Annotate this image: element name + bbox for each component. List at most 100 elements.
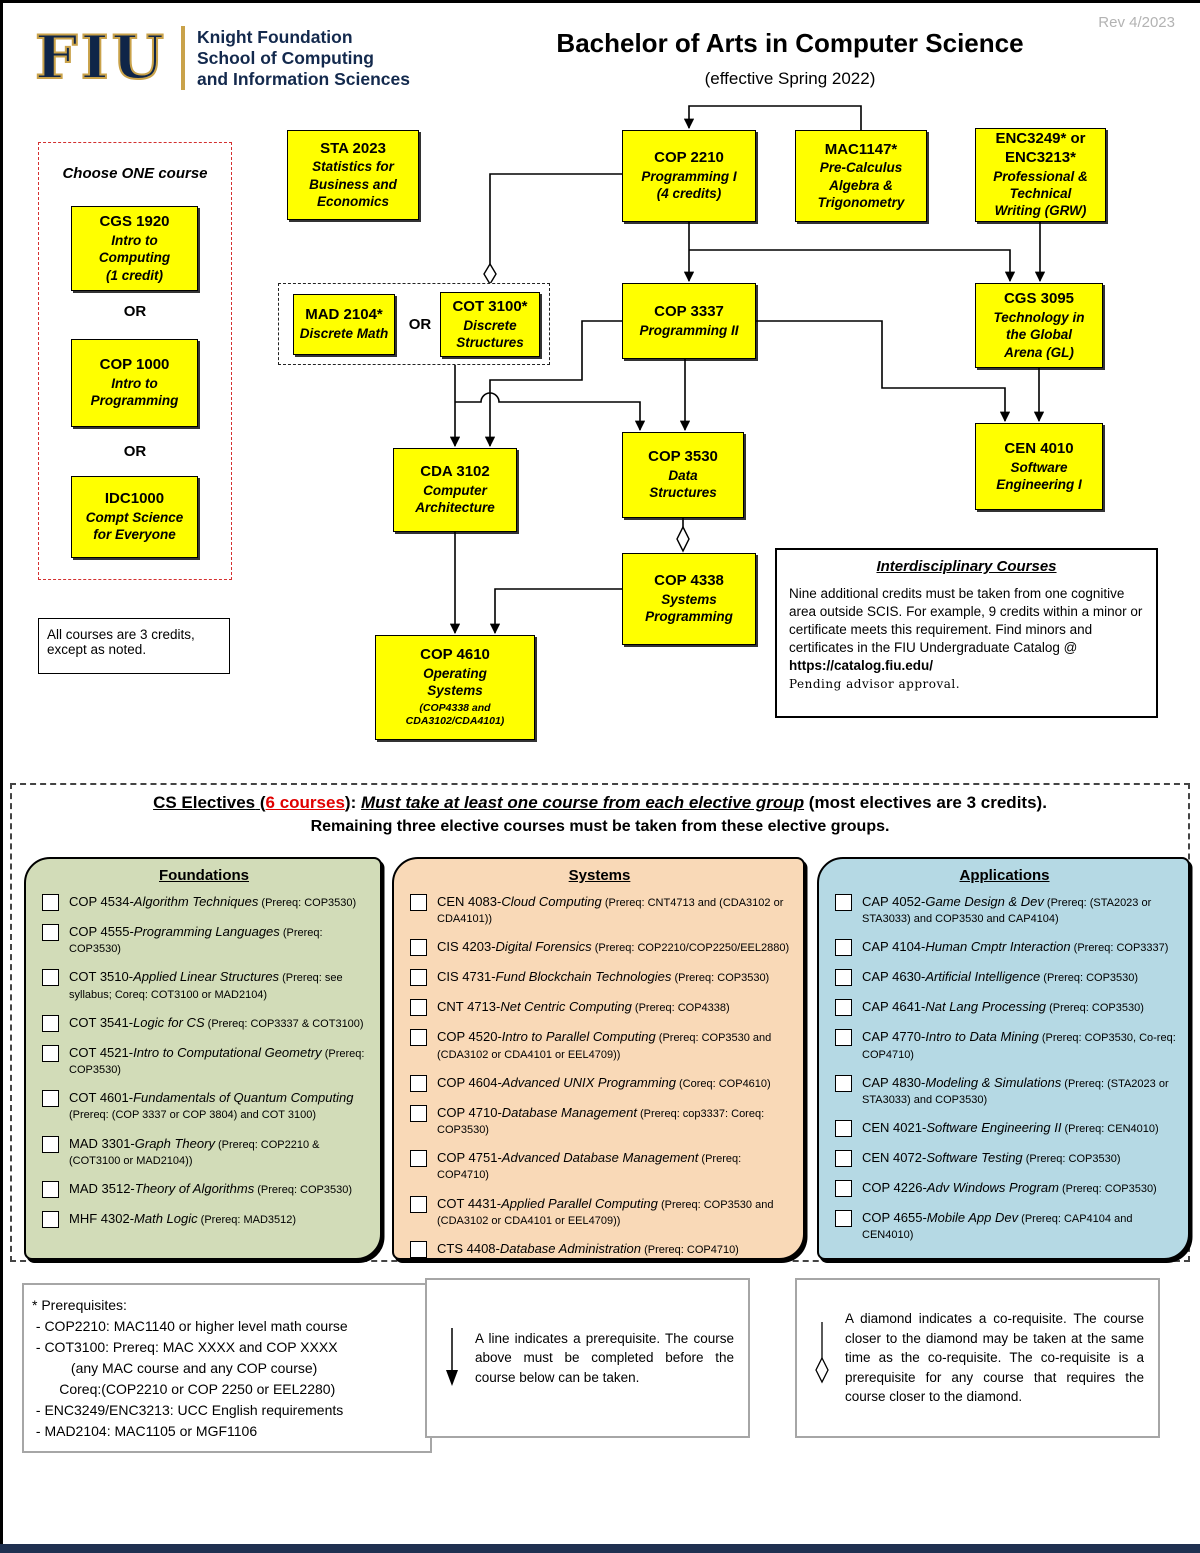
elective-checkbox[interactable]	[42, 1044, 59, 1062]
elective-label: MAD 3301-Graph Theory (Prereq: COP2210 &…	[69, 1135, 320, 1167]
elective-item: COT 3541-Logic for CS (Prereq: COP3337 &…	[42, 1014, 370, 1032]
elective-group-title: Systems	[568, 867, 631, 884]
school-name-line1: Knight Foundation	[197, 26, 353, 47]
course-box-cot3100: COT 3100* Discrete Structures	[440, 292, 540, 357]
elective-checkbox[interactable]	[42, 894, 59, 911]
course-name: Intro to Programming	[90, 376, 179, 409]
elective-label: COP 4710-Database Management (Prereq: co…	[437, 1104, 765, 1136]
elective-checkbox[interactable]	[410, 894, 427, 911]
elective-label: COP 4534-Algorithm Techniques (Prereq: C…	[69, 894, 357, 909]
elective-item: COP 4520-Intro to Parallel Computing (Pr…	[410, 1029, 793, 1061]
interdisciplinary-box: Interdisciplinary Courses Nine additiona…	[775, 548, 1158, 718]
elective-checkbox[interactable]	[42, 1014, 59, 1032]
course-prereq-note: (COP4338 and CDA3102/CDA4101)	[405, 701, 505, 728]
elective-item: COP 4655-Mobile App Dev (Prereq: CAP4104…	[835, 1210, 1178, 1242]
elective-checkbox[interactable]	[410, 1074, 427, 1092]
coreq-diamond-cop4338	[676, 525, 690, 553]
elective-label: COT 4521-Intro to Computational Geometry…	[69, 1044, 365, 1076]
prerequisites-lines: - COP2210: MAC1140 or higher level math …	[35, 1318, 348, 1439]
elective-checkbox[interactable]	[835, 1150, 852, 1168]
elective-checkbox[interactable]	[835, 894, 852, 911]
elective-checkbox[interactable]	[835, 1210, 852, 1228]
elective-label: CAP 4630-Artificial Intelligence (Prereq…	[862, 969, 1139, 985]
elective-label: CEN 4072-Software Testing (Prereq: COP35…	[862, 1150, 1121, 1166]
elective-group-foundations: Foundations COP 4534-Algorithm Technique…	[24, 857, 382, 1260]
course-name: Programming II	[639, 322, 739, 338]
elective-item: MAD 3301-Graph Theory (Prereq: COP2210 &…	[42, 1135, 370, 1168]
elective-checkbox[interactable]	[410, 1240, 427, 1258]
fiu-logo-letters: FIU	[34, 23, 167, 93]
elective-checkbox[interactable]	[410, 1195, 427, 1213]
course-name: Statistics for Business and Economics	[309, 159, 397, 209]
course-name: Systems Programming	[645, 592, 733, 625]
interdisciplinary-text: Nine additional credits must be taken fr…	[789, 586, 1143, 655]
electives-requirement: Must take at least one course from each …	[360, 793, 805, 812]
elective-item: COT 4431-Applied Parallel Computing (Pre…	[410, 1195, 793, 1228]
revision-label: Rev 4/2023	[1098, 14, 1175, 31]
course-box-cgs3095: CGS 3095 Technology in the Global Arena …	[975, 283, 1103, 368]
page-subtitle: (effective Spring 2022)	[704, 69, 876, 88]
elective-checkbox[interactable]	[835, 1029, 852, 1047]
elective-label: CAP 4104-Human Cmptr Interaction (Prereq…	[862, 939, 1169, 955]
elective-item: COP 4534-Algorithm Techniques (Prereq: C…	[42, 894, 370, 911]
catalog-link[interactable]: https://catalog.fiu.edu/	[789, 657, 933, 673]
page-top-border	[0, 0, 1200, 3]
elective-group-title: Foundations	[159, 867, 249, 884]
course-name: Technology in the Global Arena (GL)	[993, 309, 1085, 360]
elective-item: CEN 4072-Software Testing (Prereq: COP35…	[835, 1150, 1178, 1168]
edge-mac1147-to-cop2210	[683, 105, 862, 130]
elective-item: COP 4555-Programming Languages (Prereq: …	[42, 924, 370, 956]
course-name: Data Structures	[649, 468, 717, 501]
elective-checkbox[interactable]	[410, 969, 427, 987]
course-code: COT 3100*	[452, 297, 528, 315]
choose-one-group: Choose ONE course CGS 1920 Intro to Comp…	[38, 142, 232, 580]
electives-header-colon: :	[350, 793, 361, 812]
course-name: Pre-Calculus Algebra & Trigonometry	[817, 160, 905, 210]
elective-checkbox[interactable]	[42, 1090, 59, 1108]
elective-item: CNT 4713-Net Centric Computing (Prereq: …	[410, 999, 793, 1017]
course-code: STA 2023	[320, 139, 386, 157]
elective-checkbox[interactable]	[835, 969, 852, 987]
elective-checkbox[interactable]	[410, 939, 427, 957]
course-box-cen4010: CEN 4010 Software Engineering I	[975, 423, 1103, 510]
elective-item: CAP 4830-Modeling & Simulations (Prereq:…	[835, 1074, 1178, 1107]
elective-item: COP 4226-Adv Windows Program (Prereq: CO…	[835, 1180, 1178, 1198]
elective-checkbox[interactable]	[42, 924, 59, 941]
elective-checkbox[interactable]	[410, 1150, 427, 1168]
course-name: Discrete Structures	[456, 317, 524, 350]
elective-label: CEN 4021-Software Engineering II (Prereq…	[862, 1120, 1159, 1136]
course-name: Professional & Technical Writing (GRW)	[993, 168, 1088, 219]
elective-item: CEN 4083-Cloud Computing (Prereq: CNT471…	[410, 894, 793, 926]
elective-checkbox[interactable]	[410, 1029, 427, 1047]
course-box-cop3530: COP 3530 Data Structures	[622, 432, 744, 518]
course-code: CDA 3102	[420, 463, 490, 481]
elective-label: COP 4604-Advanced UNIX Programming (Core…	[437, 1074, 771, 1090]
elective-checkbox[interactable]	[410, 1104, 427, 1122]
elective-checkbox[interactable]	[835, 939, 852, 957]
elective-list: CAP 4052-Game Design & Dev (Prereq: (STA…	[827, 890, 1182, 1243]
elective-checkbox[interactable]	[42, 969, 59, 987]
elective-checkbox[interactable]	[42, 1180, 59, 1198]
electives-course-count: 6 courses	[265, 793, 345, 812]
elective-checkbox[interactable]	[835, 1074, 852, 1092]
prerequisites-note: * Prerequisites: - COP2210: MAC1140 or h…	[22, 1283, 432, 1453]
choose-one-label: Choose ONE course	[62, 165, 208, 182]
footer-brand-bar	[0, 1544, 1200, 1553]
legend-line-note: A line indicates a prerequisite. The cou…	[425, 1278, 750, 1438]
course-box-enc: ENC3249* or ENC3213* Professional & Tech…	[975, 128, 1106, 222]
course-code: COP 3337	[654, 302, 724, 320]
elective-checkbox[interactable]	[835, 999, 852, 1017]
elective-list: CEN 4083-Cloud Computing (Prereq: CNT471…	[402, 890, 797, 1258]
course-name: Operating Systems	[423, 665, 487, 699]
elective-checkbox[interactable]	[835, 1180, 852, 1198]
electives-header: CS Electives (6 courses): Must take at l…	[12, 793, 1188, 813]
elective-checkbox[interactable]	[410, 999, 427, 1017]
elective-checkbox[interactable]	[42, 1135, 59, 1153]
course-name: Discrete Math	[299, 326, 389, 342]
elective-checkbox[interactable]	[835, 1120, 852, 1138]
edge-cop4338-to-cop4610	[489, 588, 622, 635]
elective-item: MHF 4302-Math Logic (Prereq: MAD3512)	[42, 1210, 370, 1228]
elective-label: CAP 4641-Nat Lang Processing (Prereq: CO…	[862, 999, 1144, 1015]
course-code: COP 1000	[99, 356, 170, 374]
elective-checkbox[interactable]	[42, 1210, 59, 1228]
